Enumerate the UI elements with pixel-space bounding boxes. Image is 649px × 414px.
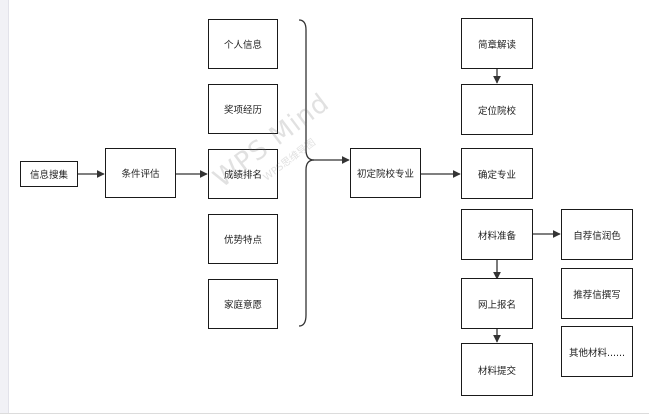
node-initial-school-major: 初定院校专业 [350, 148, 421, 198]
node-awards: 奖项经历 [208, 84, 278, 134]
node-other-materials: 其他材料...... [561, 326, 633, 377]
node-strengths: 优势特点 [208, 214, 278, 264]
node-grade-rank: 成绩排名 [208, 149, 278, 199]
node-locate-school: 定位院校 [461, 84, 533, 135]
node-rec-letter-write: 推荐信撰写 [561, 268, 633, 319]
node-family-wishes: 家庭意愿 [208, 279, 278, 329]
node-condition-eval: 条件评估 [105, 148, 176, 198]
node-online-register: 网上报名 [461, 278, 533, 329]
node-info-collect: 信息搜集 [20, 161, 78, 187]
node-personal-info: 个人信息 [208, 19, 278, 69]
left-panel-edge [0, 0, 9, 414]
node-confirm-major: 确定专业 [461, 148, 533, 199]
node-material-prep: 材料准备 [461, 209, 533, 260]
brace [298, 19, 315, 327]
node-brochure-reading: 简章解读 [461, 18, 533, 69]
node-self-rec-polish: 自荐信润色 [561, 209, 633, 260]
node-material-submit: 材料提交 [461, 343, 533, 396]
